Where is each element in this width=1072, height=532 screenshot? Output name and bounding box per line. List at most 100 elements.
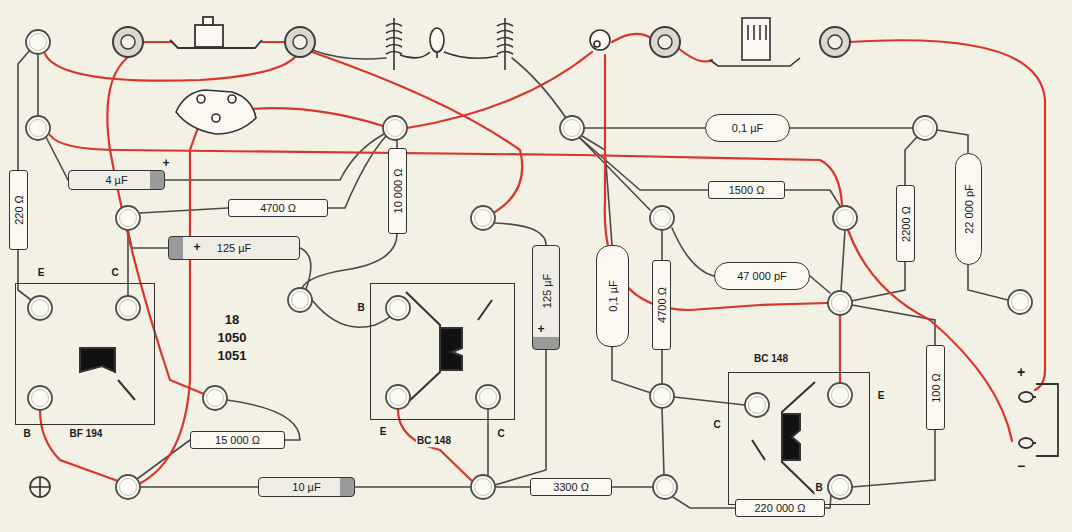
grey-wire (495, 350, 546, 485)
terminal (745, 393, 769, 417)
battery-clip (1019, 392, 1033, 402)
coil-symbol (400, 52, 498, 58)
grey-wire (18, 50, 1008, 508)
value-label: 4700 Ω (655, 287, 668, 323)
resistor-body: 220 Ω (9, 170, 28, 250)
terminal (828, 383, 852, 407)
terminal (288, 288, 312, 312)
potentiometer-symbol (212, 114, 220, 122)
battery-clip (1019, 438, 1033, 448)
terminal (833, 206, 857, 230)
grey-wire (140, 208, 228, 213)
terminal (113, 27, 143, 57)
resistor-body: 10 000 Ω (388, 148, 407, 234)
transistor-symbol (118, 380, 135, 400)
coil-symbol (386, 24, 402, 55)
value-label: 4 µF (105, 174, 127, 187)
red-wire (312, 52, 522, 212)
value-label: 0,1 µF (732, 122, 763, 135)
terminal (386, 385, 410, 409)
pin-label: E (877, 390, 886, 402)
electrolytic-capacitor: 4 µF+ (68, 170, 165, 190)
resistor-body: 2200 Ω (896, 185, 915, 262)
grey-wire (968, 265, 1008, 300)
transistor-symbol (782, 382, 815, 494)
earphone-symbol (710, 18, 800, 66)
coil-symbol (386, 18, 513, 70)
ground-mark (30, 477, 50, 497)
knob-symbol (590, 30, 610, 50)
grey-wire (396, 140, 398, 148)
red-wire (848, 230, 1012, 441)
capacitor-body: 22 000 pF (955, 153, 982, 265)
grey-wire (512, 58, 566, 118)
value-label: 47 000 pF (737, 270, 787, 283)
potentiometer-symbol (228, 95, 236, 103)
pin-label: BC 148 (416, 435, 452, 447)
resistor-body: 1500 Ω (708, 181, 785, 199)
grey-wire (937, 130, 968, 153)
resistor-body: 4700 Ω (228, 199, 328, 217)
grey-wire (18, 250, 31, 300)
pin-label: E (379, 426, 388, 438)
polarity-sign: + (1016, 364, 1026, 380)
red-wire (143, 41, 172, 43)
grey-wire (128, 230, 168, 248)
terminal (476, 385, 500, 409)
grey-wire (852, 305, 935, 345)
coil-symbol (430, 28, 444, 52)
terminal (26, 27, 1032, 499)
terminal (1008, 290, 1032, 314)
terminal (820, 27, 850, 57)
value-label: 1500 Ω (729, 184, 765, 197)
board-number: 1050 (217, 331, 248, 346)
pin-label: BF 194 (69, 428, 104, 440)
terminal (116, 475, 140, 499)
pin-label: BC 148 (753, 353, 789, 365)
pin-label: C (712, 419, 721, 431)
red-wire (407, 52, 592, 128)
terminal (471, 206, 495, 230)
grey-wire (612, 347, 651, 393)
terminal (386, 296, 410, 320)
pin-label: E (37, 267, 46, 279)
grey-wire (140, 486, 258, 488)
capacitor-body: 0,1 µF (705, 114, 790, 142)
terminal (26, 116, 50, 140)
board-number: 18 (224, 313, 240, 328)
grey-wire (18, 50, 30, 170)
potentiometer-symbol (176, 90, 256, 134)
transistor-symbol (782, 414, 800, 460)
grey-wire (852, 430, 935, 487)
grey-wire (612, 486, 653, 488)
grey-wire (584, 127, 705, 129)
transistor-outline: ECBBF 194 (15, 283, 155, 425)
terminal (28, 386, 52, 410)
switch-symbol (195, 25, 223, 47)
grey-wire (487, 409, 489, 475)
red-wire (40, 410, 118, 481)
grey-wire (580, 138, 650, 210)
grey-wire (355, 486, 471, 488)
battery-clip (1033, 397, 1036, 443)
grey-wire (790, 127, 913, 129)
switch-symbol (203, 17, 213, 25)
value-label: 220 Ω (12, 195, 25, 225)
terminal (116, 206, 140, 230)
grey-wire (312, 50, 386, 59)
polarity-sign: − (1016, 458, 1026, 474)
value-label: 10 000 Ω (391, 169, 404, 214)
terminal (28, 296, 52, 320)
capacitor-body: 47 000 pF (714, 262, 810, 290)
red-wire (262, 41, 285, 43)
red-wire (678, 48, 712, 62)
value-label: 100 Ω (929, 373, 942, 403)
transistor-symbol (478, 300, 492, 320)
transistor-symbol (406, 292, 440, 404)
grey-wire (165, 134, 384, 180)
grey-wire (580, 138, 708, 190)
red-wire (50, 135, 842, 205)
grey-wire (841, 230, 845, 291)
potentiometer-symbol (197, 95, 205, 103)
